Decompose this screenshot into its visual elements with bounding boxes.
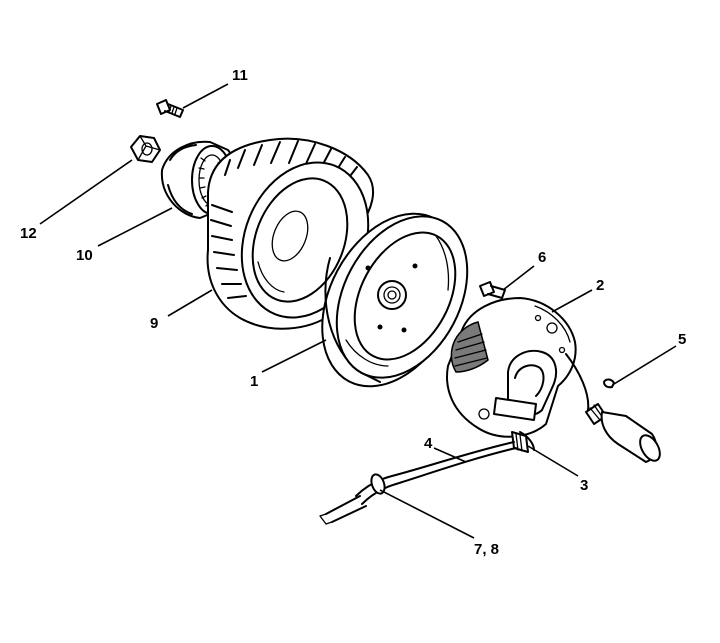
flywheel-1 [321, 212, 469, 388]
callout-6: 6 [538, 249, 546, 266]
leader-7-8 [379, 489, 475, 539]
screw-6 [479, 281, 506, 299]
callout-5: 5 [678, 331, 686, 348]
leader-5 [613, 345, 677, 385]
leader-lines [39, 83, 677, 539]
leader-9 [167, 289, 213, 317]
leader-12 [39, 159, 133, 225]
callout-4: 4 [424, 435, 433, 452]
callout-2: 2 [596, 277, 604, 294]
leader-10 [97, 207, 173, 247]
callout-3: 3 [580, 477, 588, 494]
callout-12: 12 [20, 225, 37, 242]
leader-1 [261, 339, 327, 373]
leader-2 [551, 289, 593, 313]
wire-4 [355, 441, 517, 505]
callout-labels: 11 12 10 9 1 6 2 5 3 4 7, 8 [20, 67, 686, 558]
pin-5 [603, 378, 615, 389]
callout-10: 10 [76, 247, 93, 264]
leader-6 [502, 265, 535, 291]
screw-11 [156, 99, 184, 118]
callout-1: 1 [250, 373, 258, 390]
callout-7-8: 7, 8 [474, 541, 499, 558]
leader-11 [182, 83, 229, 109]
connector-7-8 [319, 473, 386, 525]
callout-9: 9 [150, 315, 158, 332]
spark-plug-boot [565, 353, 661, 463]
ignition-module-2 [446, 297, 577, 438]
callout-11: 11 [232, 67, 248, 84]
leader-4 [433, 447, 467, 463]
leader-3 [527, 445, 579, 477]
hex-nut-12 [130, 135, 161, 163]
